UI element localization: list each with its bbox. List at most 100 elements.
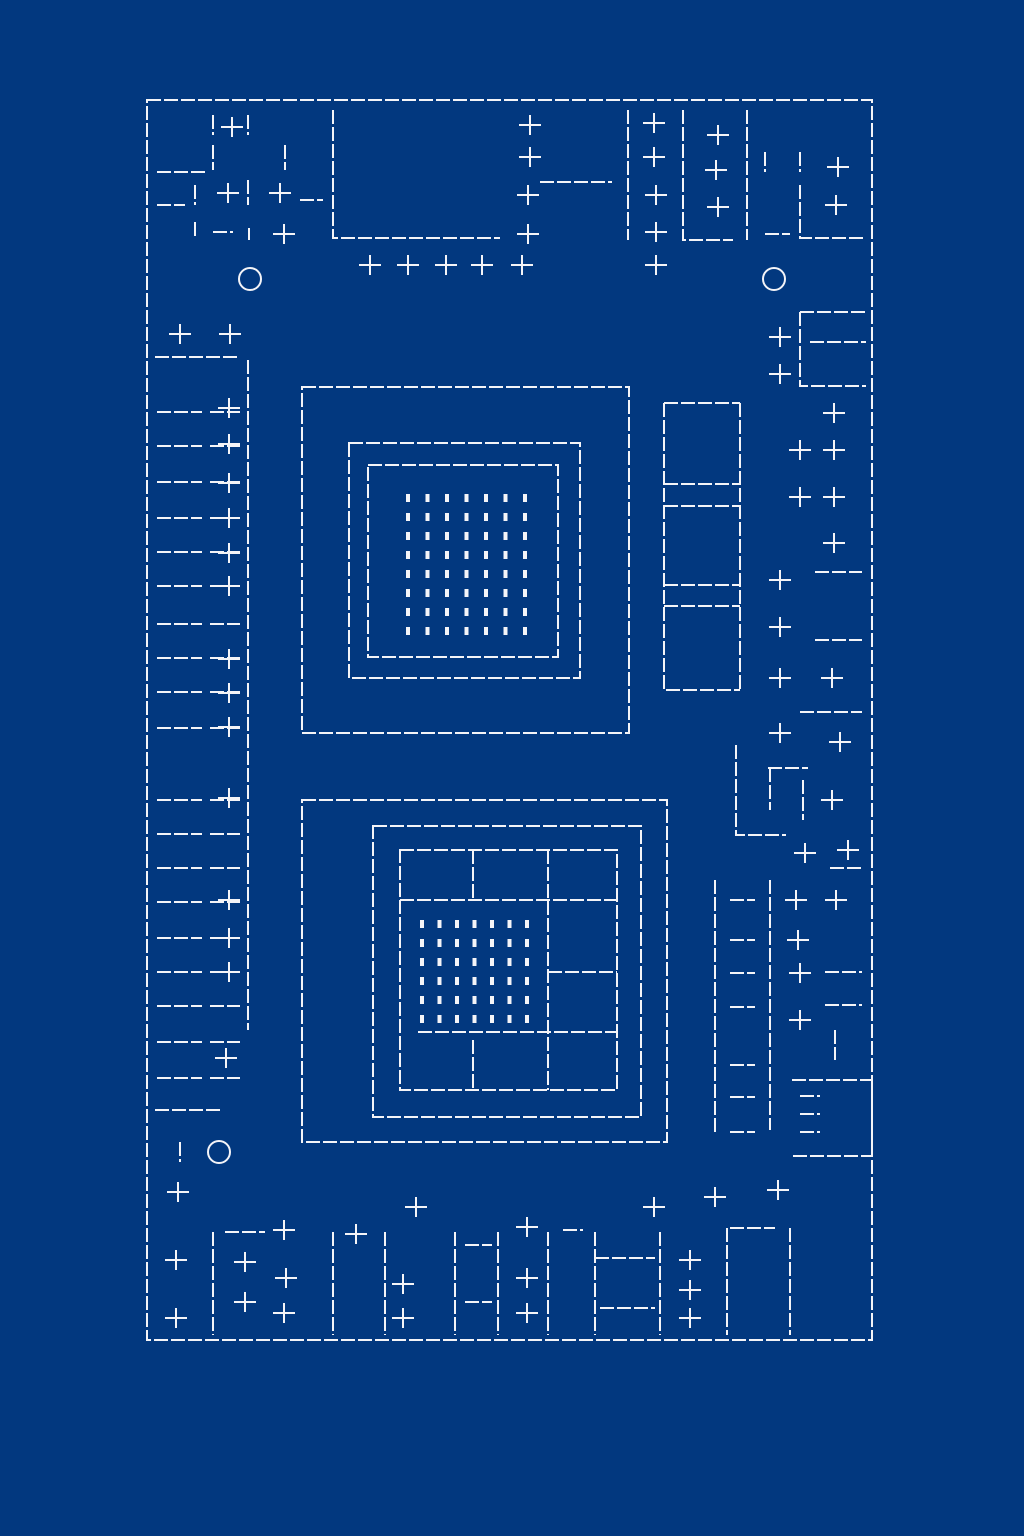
chip2-pad [507, 939, 512, 947]
chip-pad [406, 494, 410, 502]
cross-marker [769, 327, 791, 347]
chip2-pad [420, 939, 424, 947]
cross-marker [269, 183, 291, 203]
cross-marker [519, 115, 541, 135]
cross-marker [789, 487, 811, 507]
chip2-pad [437, 958, 442, 966]
cross-marker [767, 1180, 789, 1200]
cross-marker [471, 255, 493, 275]
cross-marker [234, 1252, 256, 1272]
processor-chip [301, 386, 630, 734]
chip-pad [406, 570, 410, 578]
chip2-package-outer [301, 799, 668, 1143]
chip2-pad [437, 977, 442, 985]
chip-pad [484, 608, 488, 616]
cross-marker [769, 364, 791, 384]
cross-marker [273, 224, 295, 244]
chip-die [367, 464, 559, 658]
cross-marker [837, 840, 859, 860]
cross-marker [516, 1217, 538, 1237]
chip-pad [445, 627, 449, 635]
cross-marker [823, 403, 845, 423]
chip-package-outer [301, 386, 630, 734]
chip2-pad [437, 1015, 442, 1023]
chip-pad [445, 513, 449, 521]
cross-marker [517, 224, 539, 244]
cross-marker [823, 533, 845, 553]
cross-marker [645, 222, 667, 242]
mounting-hole-bottom-left [207, 1140, 231, 1164]
cross-marker [679, 1308, 701, 1328]
cross-marker [679, 1250, 701, 1270]
component-markers [165, 113, 859, 1328]
cross-marker [273, 1303, 295, 1323]
cross-marker [275, 1268, 297, 1288]
cross-marker [218, 473, 240, 493]
left-connector-rows [155, 356, 249, 1079]
chip-pad [406, 608, 410, 616]
chip2-pad [507, 996, 512, 1004]
chip2-pad [525, 996, 529, 1004]
chip-pad [503, 570, 508, 578]
chip-pad [464, 494, 469, 502]
chip2-pad [420, 1015, 424, 1023]
cross-marker [218, 717, 240, 737]
cross-marker [435, 255, 457, 275]
chip2-pad [525, 958, 529, 966]
cross-marker [511, 255, 533, 275]
chip-pad [484, 589, 488, 597]
chip-pad [406, 627, 410, 635]
chip2-pad [472, 977, 477, 985]
mounting-hole-top-left [238, 267, 262, 291]
chip-pad [484, 513, 488, 521]
connector-pin-traces [155, 356, 249, 1079]
cross-marker [169, 324, 191, 344]
chip-pad [464, 627, 469, 635]
chip-pad [503, 532, 508, 540]
chip2-pad [455, 977, 459, 985]
chip2-pad-grid [420, 920, 529, 1023]
cross-marker [705, 160, 727, 180]
cross-marker [794, 843, 816, 863]
chip-pad [445, 551, 449, 559]
cross-marker [643, 113, 665, 133]
chip2-pad [455, 920, 459, 928]
chip-pad [484, 494, 488, 502]
chip2-package-middle [372, 825, 642, 1118]
cross-marker [405, 1197, 427, 1217]
chip-pad [445, 494, 449, 502]
board-outline [146, 99, 873, 1341]
cross-marker [218, 398, 240, 418]
cross-marker [218, 508, 240, 528]
cross-marker [704, 1187, 726, 1207]
cross-marker [789, 1010, 811, 1030]
cross-marker [643, 147, 665, 167]
chip2-pad [472, 996, 477, 1004]
chip2-die [399, 849, 618, 1091]
chip-pad [406, 551, 410, 559]
chip2-pad [525, 977, 529, 985]
top-right-connector [540, 110, 866, 241]
cross-marker [517, 185, 539, 205]
chip2-pad [490, 1015, 494, 1023]
chip-pad [523, 513, 527, 521]
chip-pad [503, 551, 508, 559]
cross-marker [273, 1220, 295, 1240]
chip2-pad [455, 996, 459, 1004]
cross-marker [785, 890, 807, 910]
cross-marker [218, 576, 240, 596]
cross-marker [823, 440, 845, 460]
chip-pad [523, 570, 527, 578]
chip-pad [425, 513, 430, 521]
cross-marker [359, 255, 381, 275]
chip-pad [464, 551, 469, 559]
chip2-pad [455, 939, 459, 947]
chip2-pad [472, 1015, 477, 1023]
chip-pad [406, 589, 410, 597]
cross-marker [516, 1303, 538, 1323]
cross-marker [679, 1280, 701, 1300]
chip-pad [445, 532, 449, 540]
cross-marker [218, 890, 240, 910]
